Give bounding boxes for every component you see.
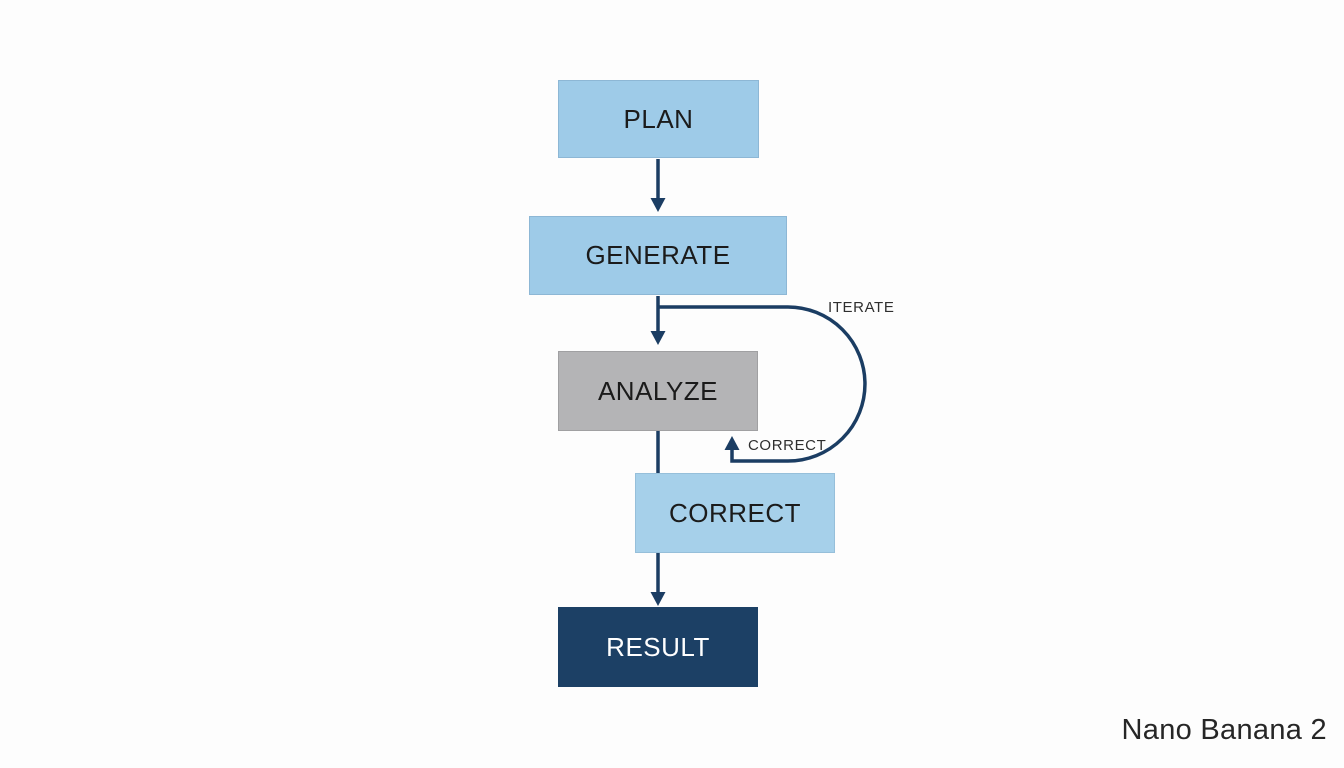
flow-node-analyze: ANALYZE (558, 351, 758, 431)
arrowhead-plan-to-generate (650, 198, 666, 212)
flow-node-correct: CORRECT (635, 473, 835, 553)
flow-node-correct-label: CORRECT (668, 497, 802, 528)
flow-node-plan: PLAN (558, 80, 759, 158)
flow-node-generate: GENERATE (529, 216, 787, 295)
watermark-text: Nano Banana 2 (1121, 714, 1327, 746)
correct-feedback-edge-label: CORRECT (748, 437, 827, 454)
iterate-edge-label: ITERATE (828, 299, 895, 316)
flow-node-generate-label: GENERATE (585, 240, 731, 270)
arrowhead-correct-feedback-up (724, 436, 740, 450)
arrowhead-correct-to-result (650, 592, 666, 606)
flow-node-result-label: RESULT (606, 631, 710, 662)
iterate-loop-path (658, 305, 867, 463)
flow-node-result: RESULT (558, 607, 758, 687)
flow-node-plan-label: PLAN (623, 103, 694, 134)
flow-node-analyze-label: ANALYZE (597, 375, 719, 406)
arrowhead-generate-to-analyze (650, 331, 666, 345)
